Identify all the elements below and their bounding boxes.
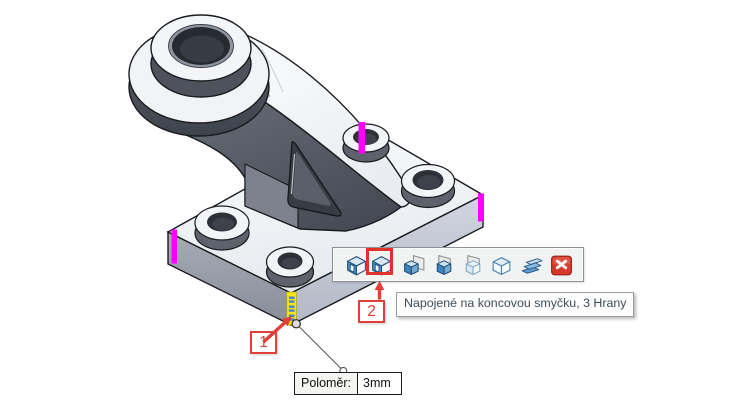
- top-boss[interactable]: [128, 14, 270, 137]
- connected-end-face-icon[interactable]: [460, 253, 485, 278]
- boss-back[interactable]: [342, 123, 390, 163]
- close-icon[interactable]: [549, 253, 574, 278]
- edge-vertex-marker: [291, 319, 301, 329]
- edge-selection-context-toolbar: [332, 247, 584, 282]
- boss-right[interactable]: [400, 163, 456, 209]
- radius-callout-value-input[interactable]: 3mm: [358, 372, 402, 395]
- tooltip: Napojené na koncovou smyčku, 3 Hrany: [396, 292, 635, 317]
- tangent-chain-icon[interactable]: [519, 253, 544, 278]
- connected-end-loop-icon[interactable]: [369, 253, 394, 278]
- boss-front[interactable]: [265, 246, 315, 288]
- arm-foot-face: [244, 163, 299, 229]
- step-marker-1: 1: [250, 331, 277, 354]
- radius-callout-label: Poloměr:: [294, 372, 359, 395]
- closed-loop-icon[interactable]: [489, 253, 514, 278]
- connected-mid-face-icon[interactable]: [431, 253, 456, 278]
- selected-icon-outline: [366, 248, 393, 275]
- connected-start-loop-icon[interactable]: [344, 253, 369, 278]
- preview-edge-right: [478, 193, 484, 222]
- preview-edge-back: [358, 122, 365, 154]
- boss-back-left[interactable]: [194, 205, 250, 251]
- preview-edge-left: [171, 229, 177, 264]
- step-marker-2: 2: [358, 300, 385, 323]
- callout-leader: [298, 326, 348, 375]
- connected-start-face-icon[interactable]: [402, 253, 427, 278]
- radius-callout: Poloměr: 3mm: [294, 372, 402, 395]
- triangular-pocket: [287, 141, 342, 217]
